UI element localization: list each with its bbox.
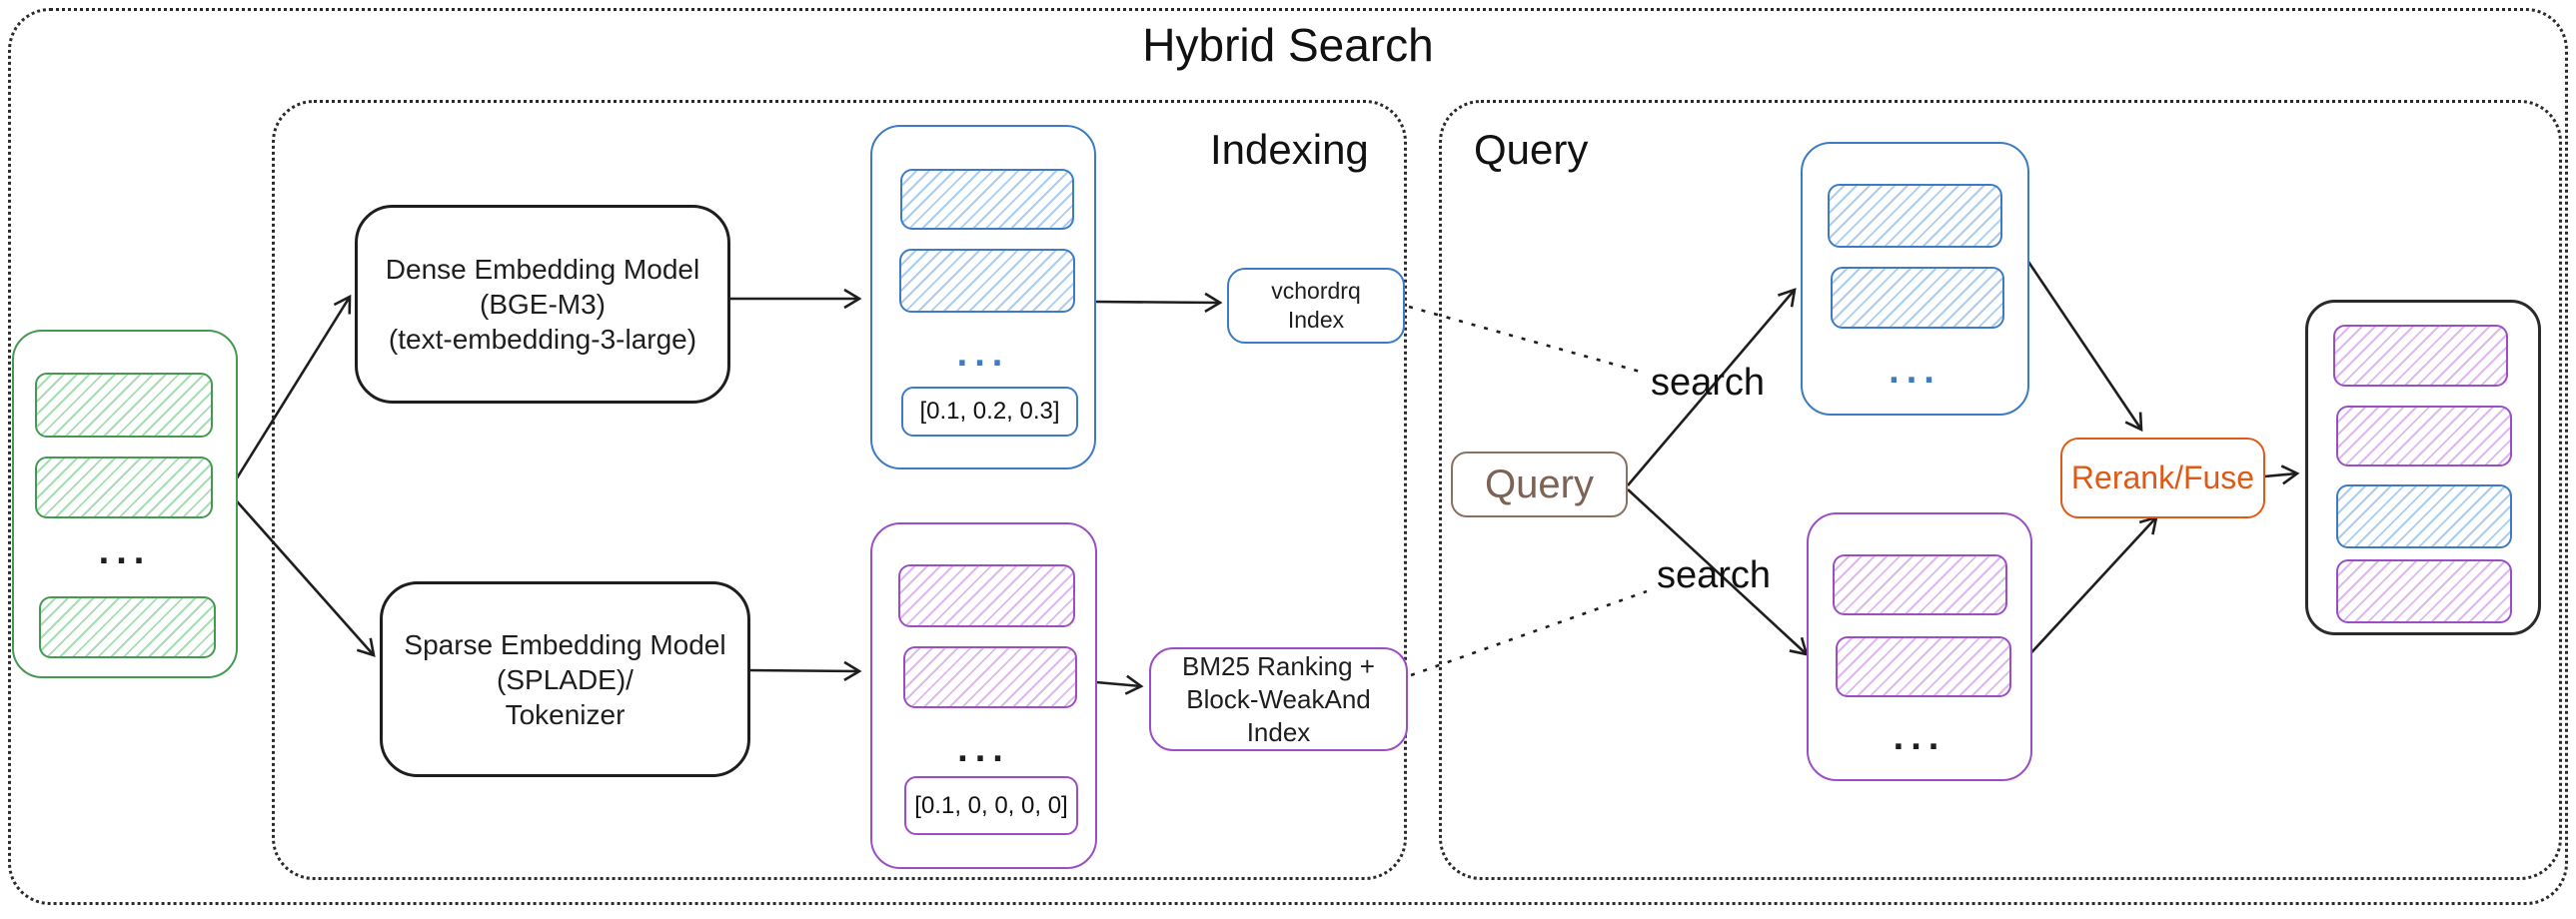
page-title: Hybrid Search [1142, 19, 1434, 71]
search-label-dense: search [1651, 362, 1766, 404]
dense-model-line3: (text-embedding-3-large) [388, 324, 697, 355]
sparse-result-item [1836, 636, 2011, 697]
dense-model-line2: (BGE-M3) [480, 289, 606, 320]
dense-result-ellipsis: ... [1889, 350, 1941, 392]
outer-frame [8, 8, 2568, 905]
sparse-vector-ellipsis: ... [957, 728, 1010, 770]
final-result-item-sparse [2333, 325, 2508, 387]
dense-model-line1: Dense Embedding Model [385, 254, 700, 285]
dense-embedding-model-node: Dense Embedding Model (BGE-M3) (text-emb… [355, 205, 730, 404]
sparse-vector-item [898, 564, 1075, 627]
final-result-item-sparse [2336, 406, 2512, 466]
final-result-item-sparse [2336, 559, 2512, 623]
rerank-fuse-node: Rerank/Fuse [2060, 438, 2265, 518]
sparse-model-line2: (SPLADE)/ [497, 663, 634, 695]
vchordrq-index-node: vchordrq Index [1227, 268, 1405, 344]
query-dense-result-stack: ... [1801, 142, 2029, 416]
bm25-index-line2: Block-WeakAnd Index [1186, 683, 1371, 747]
bm25-index-line1: BM25 Ranking + [1182, 650, 1375, 681]
document-stack: ... [12, 330, 238, 678]
dense-result-item [1828, 184, 2002, 248]
search-label-sparse: search [1657, 554, 1772, 596]
sparse-model-line3: Tokenizer [505, 698, 626, 730]
dense-vector-item [900, 169, 1074, 230]
query-section-frame [1439, 100, 2562, 880]
document-item [35, 457, 213, 518]
sparse-result-item [1833, 554, 2007, 615]
sparse-vector-item [903, 646, 1077, 708]
dense-vector-sample: [0.1, 0.2, 0.3] [901, 387, 1078, 437]
final-result-stack [2305, 300, 2541, 635]
dense-vector-item [899, 249, 1075, 313]
dense-vector-stack: ... [0.1, 0.2, 0.3] [870, 125, 1096, 469]
query-sparse-result-stack: ... [1807, 512, 2032, 781]
sparse-vector-sample: [0.1, 0, 0, 0, 0] [904, 776, 1078, 835]
sparse-model-line1: Sparse Embedding Model [404, 628, 726, 660]
dense-result-item [1831, 267, 2004, 329]
dense-vector-ellipsis: ... [956, 333, 1010, 375]
bm25-index-node: BM25 Ranking + Block-WeakAnd Index [1149, 647, 1408, 751]
document-item [39, 596, 216, 658]
sparse-embedding-model-node: Sparse Embedding Model (SPLADE)/ Tokeniz… [380, 581, 750, 777]
indexing-section-label: Indexing [1210, 126, 1369, 173]
document-item [35, 373, 213, 438]
final-result-item-dense [2336, 484, 2512, 548]
sparse-vector-stack: ... [0.1, 0, 0, 0, 0] [870, 522, 1097, 869]
query-input-node: Query [1451, 452, 1628, 517]
document-ellipsis: ... [98, 530, 152, 572]
vchordrq-index-line1: vchordrq [1271, 278, 1361, 304]
sparse-result-ellipsis: ... [1893, 716, 1946, 758]
vchordrq-index-line2: Index [1287, 307, 1345, 333]
query-section-label: Query [1474, 126, 1589, 173]
